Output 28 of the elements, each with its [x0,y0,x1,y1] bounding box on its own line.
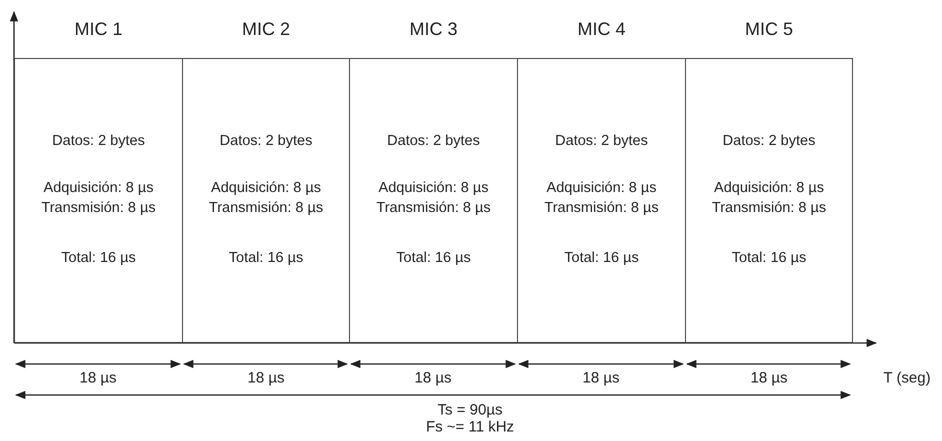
slot-detail: Datos: 2 bytes [722,132,816,151]
duration-label: 18 µs [750,370,788,386]
duration-label: 18 µs [248,370,284,386]
slot-detail: Total: 16 µs [60,249,137,268]
slot-detail: Datos: 2 bytes [386,132,481,151]
slot-heading: MIC 3 [408,19,458,40]
slot-detail: Datos: 2 bytes [554,132,649,151]
slot-heading: MIC 2 [240,19,291,40]
slot-heading: MIC 4 [576,19,626,40]
slot-detail: Total: 16 µs [395,249,472,268]
slot-heading: MIC 5 [744,19,794,40]
slot-detail: Adquisición: 8 µs Transmisión: 8 µs [375,179,492,218]
slot-detail: Total: 16 µs [228,249,304,268]
slot-detail: Adquisición: 8 µs Transmisión: 8 µs [710,179,828,218]
timing-note: Fs ~= 11 kHz [426,418,514,436]
timing-note: Ts = 90µs [438,402,502,418]
slot-detail: Total: 16 µs [730,249,808,268]
slot-detail: Adquisición: 8 µs Transmisión: 8 µs [40,179,157,218]
slot-detail: Adquisición: 8 µs Transmisión: 8 µs [208,179,324,218]
duration-label: 18 µs [582,370,620,386]
slot-detail: Total: 16 µs [563,249,640,268]
duration-label: 18 µs [414,370,452,386]
axis-label: T (seg) [883,370,931,386]
slot-detail: Adquisición: 8 µs Transmisión: 8 µs [543,179,660,218]
slot-detail: Datos: 2 bytes [51,132,146,151]
slot-heading: MIC 1 [73,19,124,40]
duration-label: 18 µs [80,370,116,386]
slot-detail: Datos: 2 bytes [218,132,314,151]
